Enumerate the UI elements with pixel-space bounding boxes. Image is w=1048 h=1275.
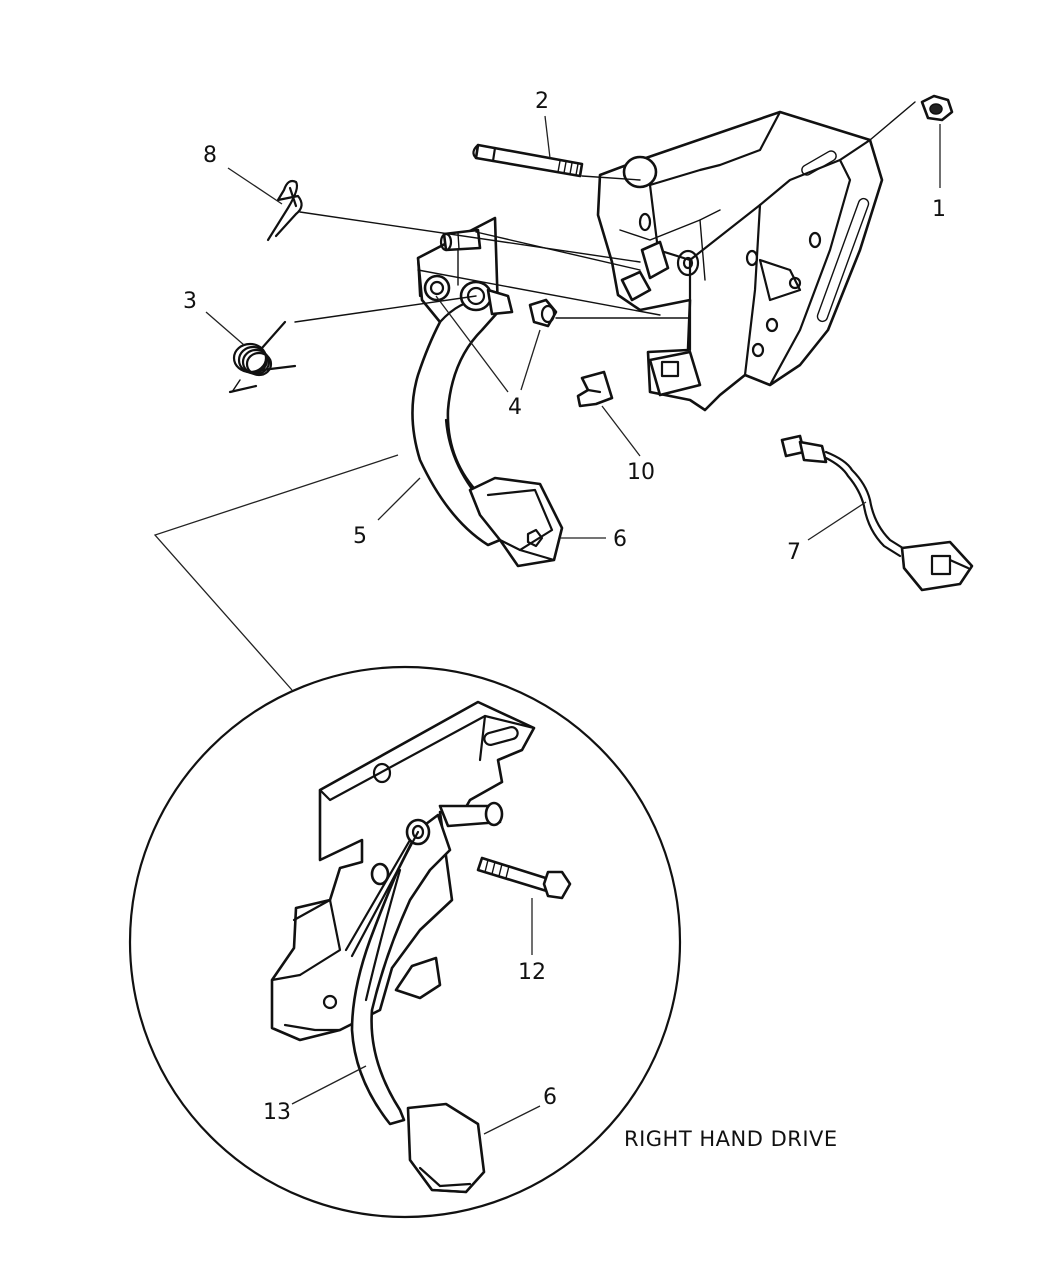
stop-lamp-switch <box>780 434 974 592</box>
caption-right-hand-drive: RIGHT HAND DRIVE <box>624 1127 838 1151</box>
callout-6-upper: 6 <box>613 527 627 552</box>
callout-2: 2 <box>535 89 549 114</box>
callout-8: 8 <box>203 143 217 168</box>
callout-6-lower: 6 <box>543 1085 557 1110</box>
hairpin-clip <box>266 179 303 242</box>
callout-3: 3 <box>183 289 197 314</box>
callout-7: 7 <box>787 540 801 565</box>
callout-1: 1 <box>932 197 946 222</box>
callout-12: 12 <box>518 960 546 985</box>
callout-5: 5 <box>353 524 367 549</box>
callout-10: 10 <box>627 460 655 485</box>
pivot-bolt <box>472 143 584 178</box>
pedal-bracket <box>596 110 884 412</box>
nut <box>920 94 954 122</box>
assembly-lines <box>294 101 916 323</box>
return-spring <box>228 320 297 394</box>
detail-leader <box>153 454 399 691</box>
detail-circle <box>128 665 682 1219</box>
leader-lines <box>205 115 941 1135</box>
callout-4: 4 <box>508 395 522 420</box>
switch-clip <box>576 370 614 408</box>
callout-13: 13 <box>263 1100 291 1125</box>
brake-pedal <box>411 216 564 568</box>
rhd-pedal-assembly <box>270 700 572 1194</box>
